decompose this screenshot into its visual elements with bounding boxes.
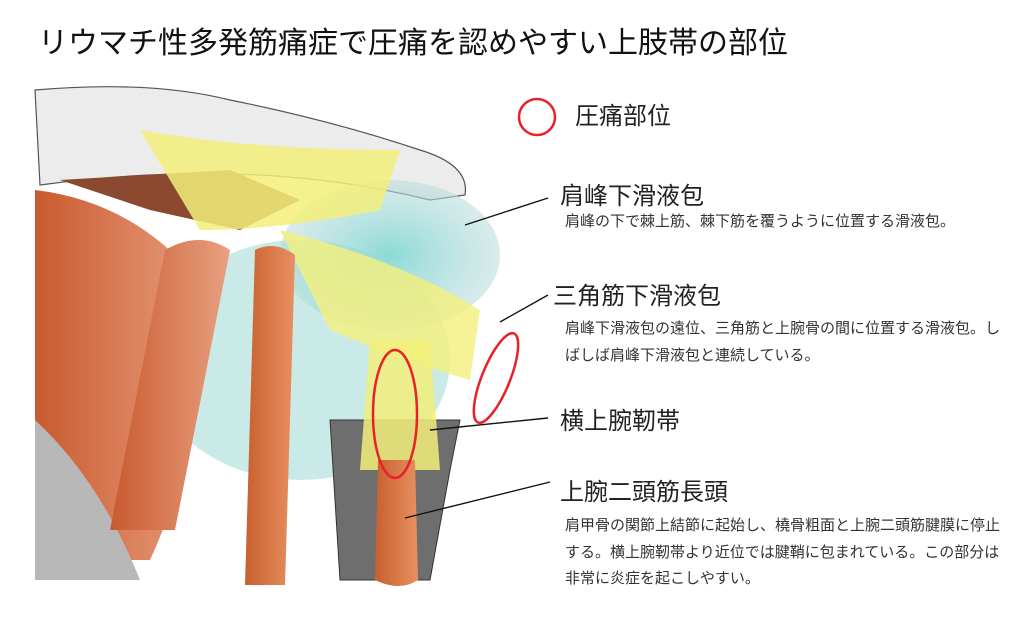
legend-label: 圧痛部位 xyxy=(575,102,671,130)
desc-biceps-long-head: 肩甲骨の関節上結節に起始し、橈骨粗面と上腕二頭筋腱膜に停止する。横上腕靭帯より近… xyxy=(565,516,1001,587)
label-biceps-long-head: 上腕二頭筋長頭 xyxy=(560,478,728,506)
label-transverse-humeral-ligament: 横上腕靭帯 xyxy=(560,407,680,435)
label-subdeltoid-bursa: 三角筋下滑液包 xyxy=(553,282,721,310)
label-subacromial-bursa: 肩峰下滑液包 xyxy=(560,182,704,210)
biceps-tendon-lower xyxy=(375,460,418,586)
leader-lines xyxy=(404,197,551,519)
desc-subacromial-bursa: 肩峰の下で棘上筋、棘下筋を覆うように位置する滑液包。 xyxy=(565,212,956,230)
page-title: リウマチ性多発筋痛症で圧痛を認めやすい上肢帯の部位 xyxy=(38,26,788,61)
biceps-long-head-tendon xyxy=(245,246,295,585)
legend-tender-circle-icon xyxy=(517,97,557,137)
desc-subdeltoid-bursa: 肩峰下滑液包の遠位、三角筋と上腕骨の間に位置する滑液包。しばしば肩峰下滑液包と連… xyxy=(565,319,1001,364)
tender-site-subdeltoid xyxy=(472,331,520,425)
tender-site-bicipital-groove xyxy=(371,348,419,480)
supraspinatus-muscle xyxy=(110,240,230,530)
coracoacromial-ligament xyxy=(140,130,400,230)
scapular-muscle xyxy=(35,420,140,580)
transverse-humeral-ligament xyxy=(360,340,440,470)
